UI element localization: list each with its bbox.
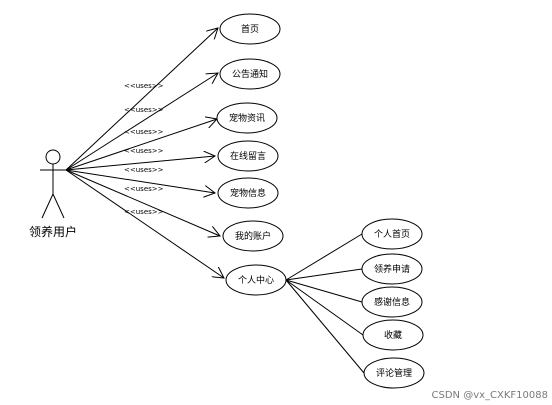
- sub-use-case-label-comment-manage: 评论管理: [376, 367, 412, 379]
- stereotype-label-pet-info: <<uses>>: [124, 166, 164, 174]
- sub-use-case-adoption-apply: [361, 253, 423, 285]
- sub-line-favorites: [285, 279, 364, 336]
- watermark-text: CSDN @vx_CXKF10088: [432, 390, 548, 401]
- use-case-label-notice: 公告通知: [232, 68, 268, 80]
- actor-figure: [40, 149, 66, 219]
- use-case-pet-news: [216, 102, 278, 134]
- use-case-label-home: 首页: [241, 23, 259, 35]
- sub-use-case-thanks-info: [361, 286, 423, 318]
- sub-line-comment-manage: [285, 279, 365, 374]
- sub-line-personal-home: [285, 233, 363, 281]
- use-case-label-online-message: 在线留言: [230, 150, 266, 162]
- actor-head: [45, 149, 61, 165]
- use-case-label-pet-news: 宠物资讯: [229, 112, 265, 124]
- stereotype-label-my-account: <<uses>>: [124, 185, 164, 193]
- use-case-label-personal-center: 个人中心: [238, 274, 274, 286]
- assoc-line-pet-info: [65, 169, 215, 193]
- sub-line-adoption-apply: [285, 268, 363, 281]
- actor-right-leg: [52, 193, 65, 219]
- sub-use-case-label-favorites: 收藏: [384, 329, 402, 341]
- sub-use-case-label-personal-home: 个人首页: [374, 228, 410, 240]
- assoc-line-my-account: [65, 169, 220, 236]
- stereotype-label-personal-center: <<uses>>: [124, 208, 164, 216]
- assoc-line-personal-center: [65, 169, 224, 278]
- use-case-my-account: [222, 220, 284, 252]
- sub-use-case-label-thanks-info: 感谢信息: [374, 296, 410, 308]
- sub-use-case-favorites: [362, 319, 424, 351]
- sub-use-case-label-adoption-apply: 领养申请: [374, 263, 410, 275]
- actor-left-leg: [41, 193, 54, 219]
- use-case-online-message: [217, 140, 279, 172]
- use-case-pet-info: [217, 177, 279, 209]
- actor-label: 领养用户: [29, 224, 77, 239]
- sub-line-thanks-info: [285, 279, 363, 303]
- use-case-home: [219, 13, 281, 45]
- assoc-line-notice: [65, 73, 218, 171]
- stereotype-label-online-message: <<uses>>: [124, 147, 164, 155]
- use-case-label-pet-info: 宠物信息: [230, 187, 266, 199]
- stereotype-label-pet-news: <<uses>>: [124, 128, 164, 136]
- assoc-line-online-message: [65, 156, 215, 171]
- stereotype-label-notice: <<uses>>: [124, 106, 164, 114]
- sub-use-case-personal-home: [361, 218, 423, 250]
- assoc-line-home: [65, 28, 218, 171]
- use-case-label-my-account: 我的账户: [235, 230, 271, 242]
- assoc-line-pet-news: [65, 119, 217, 171]
- use-case-notice: [219, 58, 281, 90]
- stereotype-label-home: <<uses>>: [124, 82, 164, 90]
- sub-use-case-comment-manage: [363, 357, 425, 389]
